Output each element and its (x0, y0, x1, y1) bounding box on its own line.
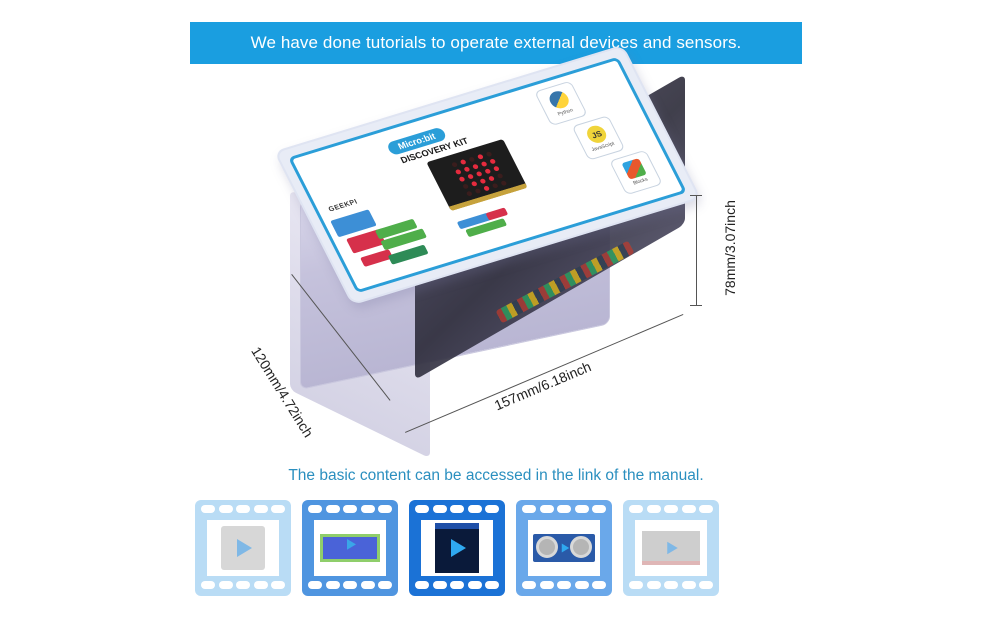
brand-logo: GEEKPI (327, 198, 359, 214)
video-frame-lcd1602[interactable] (302, 500, 398, 596)
javascript-tile: JS JavaScript (571, 115, 626, 161)
height-dimension-cap-top (690, 195, 702, 196)
play-icon (561, 543, 570, 553)
tutorial-video-strip (195, 500, 719, 596)
product-image: GEEKPI Micro:bit DISCOVERY KIT (260, 44, 760, 459)
ultrasonic-thumbnail (533, 534, 595, 562)
play-icon (451, 539, 466, 557)
manual-link-caption: The basic content can be accessed in the… (288, 467, 704, 484)
height-dimension-label: 78mm/3.07inch (722, 200, 738, 296)
product-card: GEEKPI Micro:bit DISCOVERY KIT (287, 56, 688, 294)
video-frame-rotary-encoder[interactable] (195, 500, 291, 596)
video-frame-breakout-board[interactable] (623, 500, 719, 596)
banner-text: We have done tutorials to operate extern… (250, 33, 742, 52)
play-icon (237, 539, 252, 557)
height-dimension-cap-bottom (690, 305, 702, 306)
blocks-tile: Blocks (609, 149, 663, 196)
led-matrix (451, 151, 508, 197)
video-frame-oled[interactable] (409, 500, 505, 596)
python-tile: Python (534, 80, 588, 127)
play-icon (347, 539, 356, 550)
height-dimension-line (696, 195, 697, 305)
top-banner: We have done tutorials to operate extern… (190, 22, 802, 64)
code-blocks-graphic-2 (456, 205, 528, 250)
play-icon (667, 541, 678, 555)
video-frame-ultrasonic[interactable] (516, 500, 612, 596)
